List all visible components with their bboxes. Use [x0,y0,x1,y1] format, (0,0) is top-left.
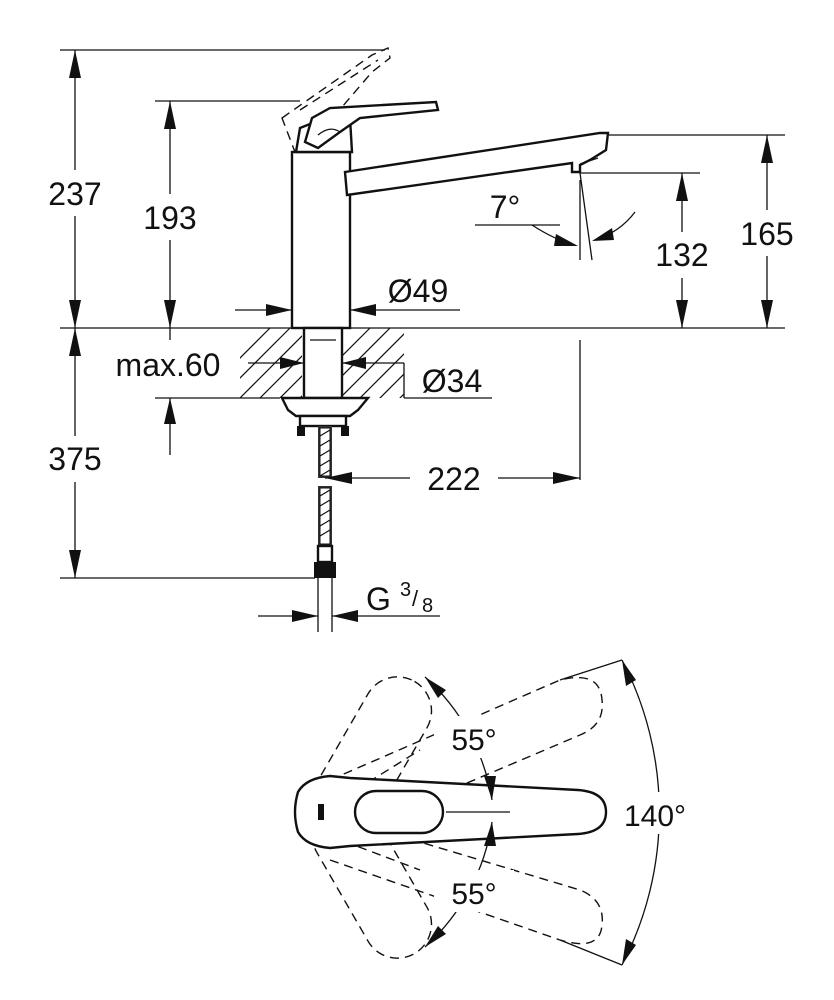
dimension-375: 375 [32,328,118,578]
angle-140-dimension: 140° [559,659,700,966]
dimension-132-label: 132 [655,237,708,273]
faucet-body [290,100,610,330]
dimension-connection-thread: G 3 / 8 [258,579,440,622]
dimension-193-label: 193 [143,200,196,236]
top-view: 55° 55° 140° [293,659,700,966]
dimension-222: 222 [325,455,580,501]
dimension-hole-diameter: Ø34 [248,357,492,399]
extension-lines [60,49,785,579]
thread-numerator: 3 [400,579,411,601]
dimension-165: 165 [724,135,810,328]
supply-hose [314,426,336,632]
dimension-body-diameter: Ø49 [235,273,460,316]
counter-hatch-right [342,328,404,398]
dimension-165-label: 165 [740,216,793,252]
lever-raised-dashed [281,47,391,154]
dimension-237-label: 237 [48,176,101,212]
dimension-193: 193 [128,101,212,328]
spout-angle-dimension: 7° [490,172,636,261]
angle-lower-label: 55° [451,878,496,911]
angle-total-label: 140° [624,800,686,833]
body-diameter-label: Ø49 [388,273,448,309]
dimension-375-label: 375 [48,441,101,477]
angle-upper-label: 55° [451,724,496,757]
thread-label: G [366,581,391,617]
dimension-max-thickness: max.60 [100,328,236,455]
thread-slash: / [412,586,419,611]
spout-angle-label: 7° [490,189,521,225]
dimension-132: 132 [640,173,724,328]
angle-55-lower-dimension: 55° [424,821,514,948]
angle-55-upper-dimension: 55° [424,676,514,801]
hole-diameter-label: Ø34 [422,363,482,399]
dimension-237: 237 [30,50,120,328]
counter-hatch-left [240,328,302,398]
side-view: 237 193 165 132 [30,47,810,632]
thread-denominator: 8 [422,595,433,617]
dimension-222-label: 222 [427,461,480,497]
max-thickness-label: max.60 [116,347,221,383]
